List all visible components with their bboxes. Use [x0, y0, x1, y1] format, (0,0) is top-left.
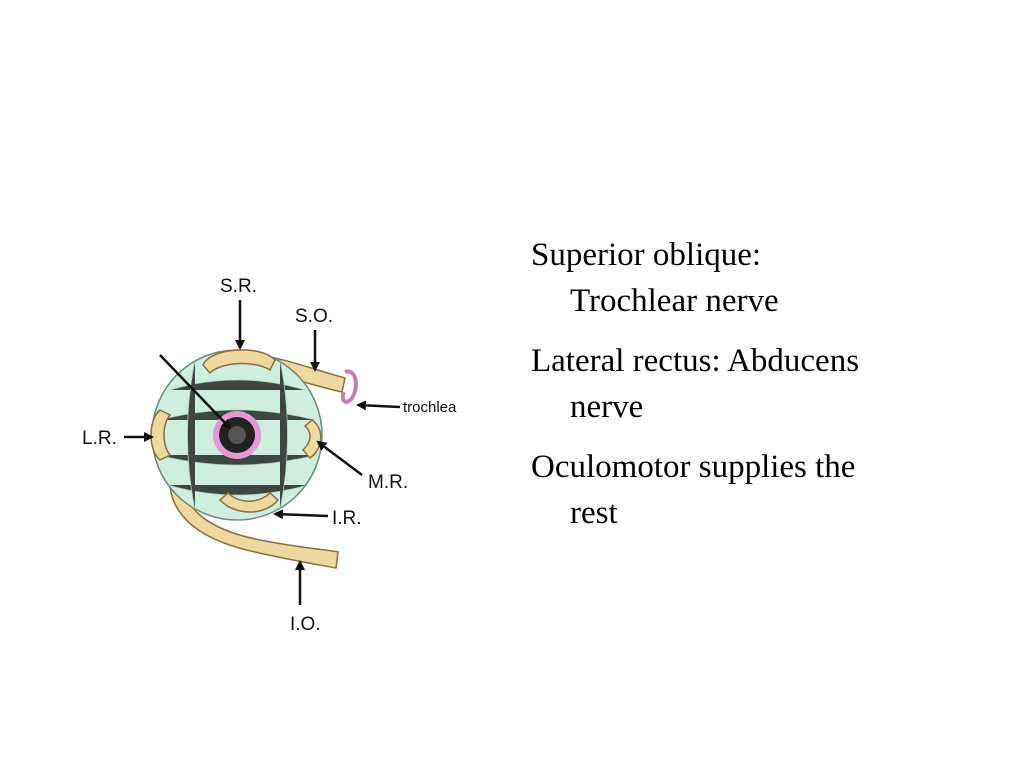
mr-label: M.R. [368, 472, 408, 493]
io-label: I.O. [290, 614, 321, 635]
medial-rectus-muscle [301, 419, 322, 460]
superior-rectus-muscle [202, 349, 276, 375]
mr-arrow [316, 440, 363, 476]
inferior-rectus-muscle [218, 491, 280, 513]
trochlea-arrow [356, 400, 401, 411]
bullet-item: Lateral rectus: Abducens nerve [531, 338, 951, 430]
ir-label: I.R. [332, 508, 362, 529]
bullet-item: Oculomotor supplies the rest [531, 444, 951, 536]
bullet-list: Superior oblique: Trochlear nerve Latera… [531, 232, 951, 550]
bullet-text: Lateral rectus: Abducens [531, 343, 860, 379]
eye-muscles-diagram: S.R. S.O. trochlea L.R. M.R. I.R. I.O. [82, 276, 457, 635]
bullet-text: Oculomotor supplies the [531, 449, 856, 485]
bullet-item: Superior oblique: Trochlear nerve [531, 232, 951, 324]
ir-arrow [273, 509, 329, 520]
trochlea-loop [340, 369, 358, 404]
inferior-oblique-muscle [168, 469, 339, 569]
bullet-text-continued: rest [570, 495, 618, 531]
lateral-rectus-muscle [150, 409, 172, 461]
so-label: S.O. [295, 306, 333, 327]
trochlea-label: trochlea [403, 399, 457, 416]
bullet-text-continued: Trochlear nerve [570, 283, 779, 319]
lr-label: L.R. [82, 428, 117, 449]
bullet-text-continued: nerve [570, 389, 644, 425]
sr-label: S.R. [220, 276, 257, 297]
pupil-pointer-arrow [159, 354, 232, 430]
bullet-text: Superior oblique: [531, 237, 762, 273]
